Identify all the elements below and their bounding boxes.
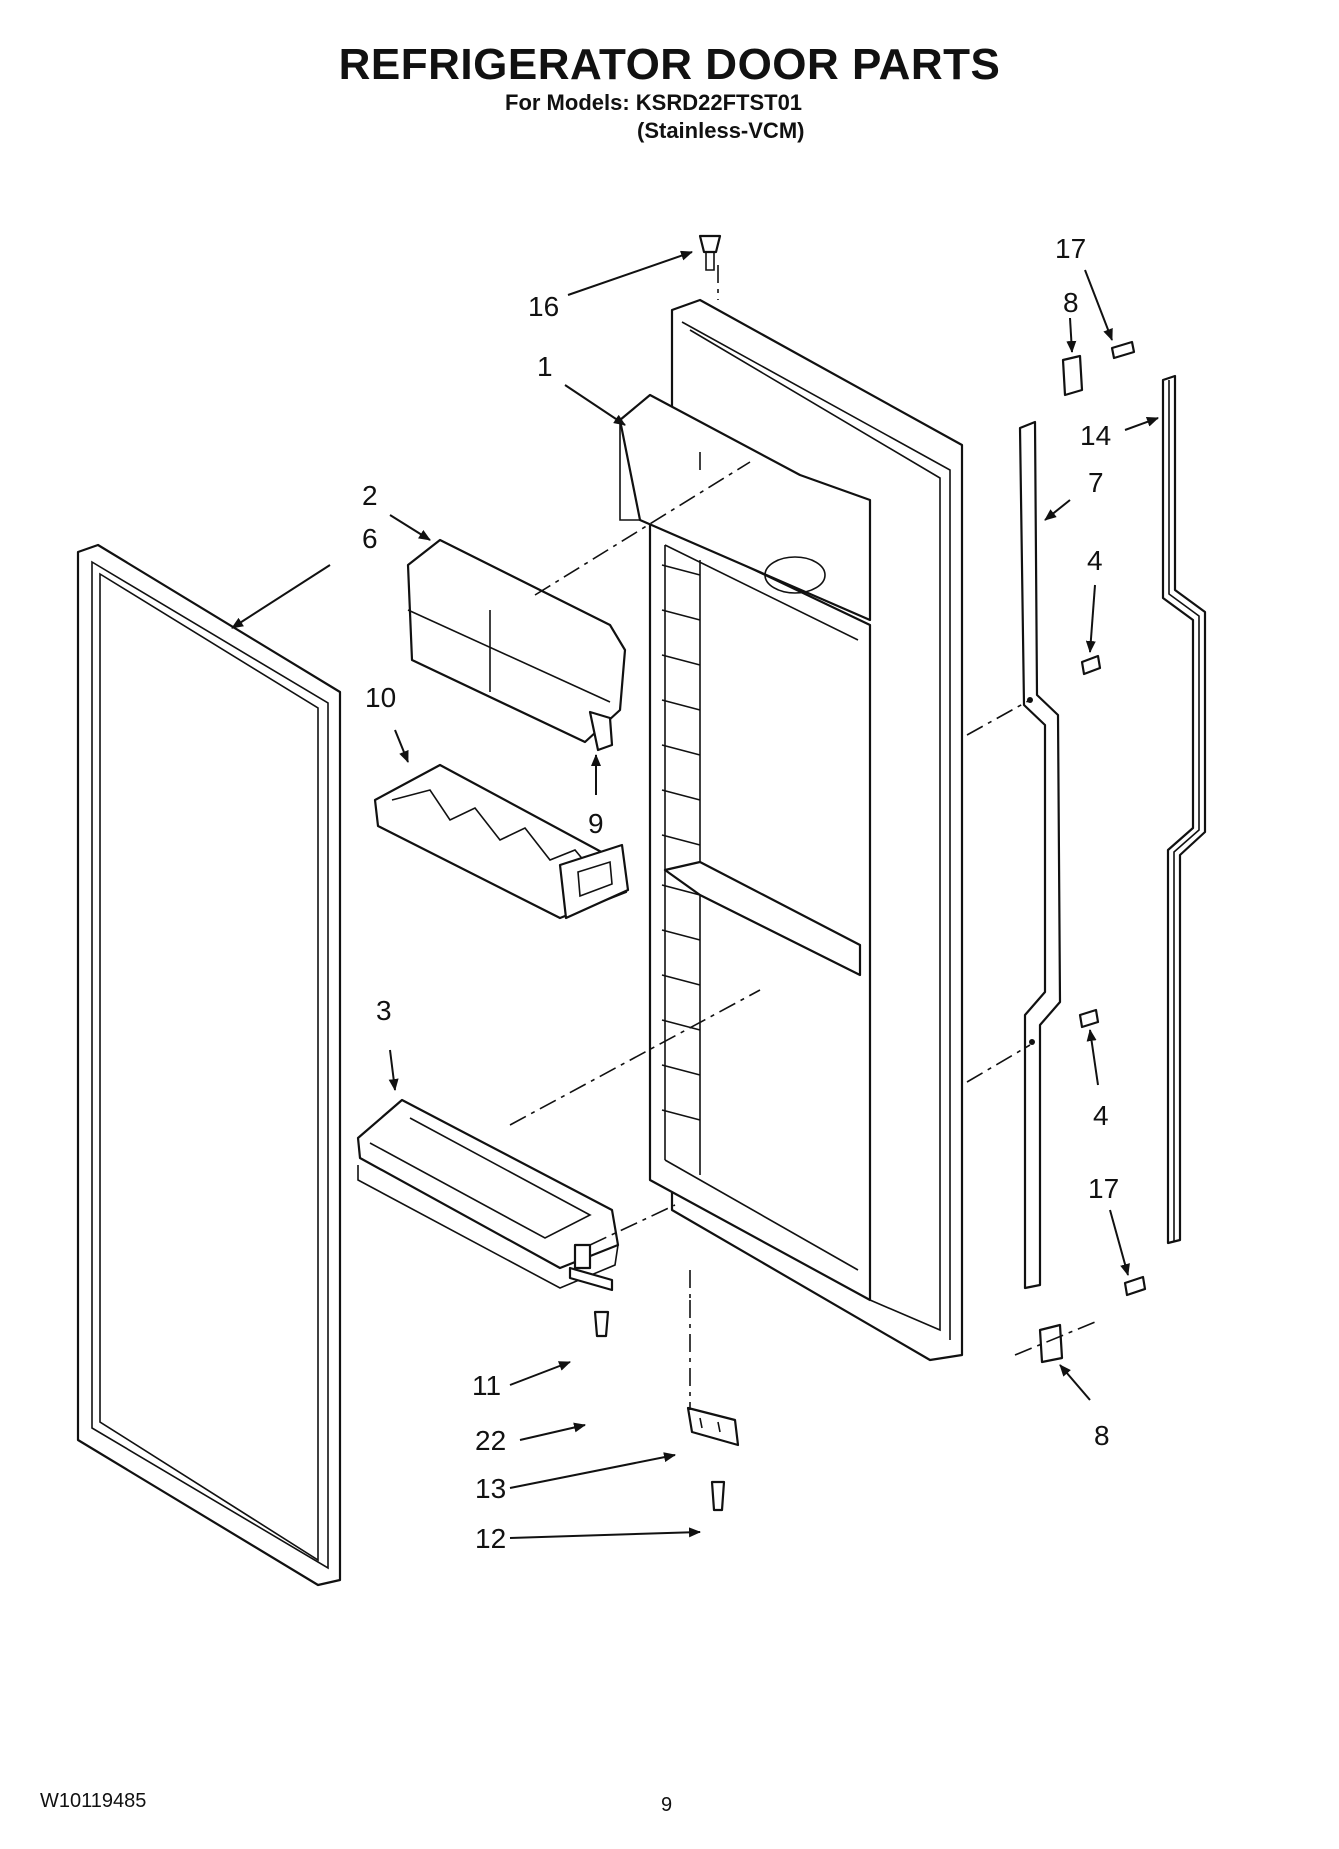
callout-4-top: 4 xyxy=(1087,545,1103,576)
callout-8-top: 8 xyxy=(1063,287,1079,318)
door-bin-large xyxy=(356,1098,620,1289)
models-line: For Models: KSRD22FTST01 xyxy=(505,90,803,115)
callout-2: 2 xyxy=(362,480,378,511)
callout-4-bottom: 4 xyxy=(1093,1100,1109,1131)
callout-22: 22 xyxy=(475,1425,506,1456)
alignment-lines xyxy=(509,265,1101,1410)
callout-7: 7 xyxy=(1088,467,1104,498)
door-trim-strip xyxy=(1161,374,1207,1245)
callout-3: 3 xyxy=(376,995,392,1026)
callout-1: 1 xyxy=(537,351,553,382)
callout-14: 14 xyxy=(1080,420,1111,451)
dairy-door xyxy=(406,538,627,752)
door-cap-plug xyxy=(698,234,722,271)
callout-13: 13 xyxy=(475,1473,506,1504)
door-gasket xyxy=(76,543,342,1587)
page-title: REFRIGERATOR DOOR PARTS xyxy=(338,40,1001,89)
callout-17-bottom: 17 xyxy=(1088,1173,1119,1204)
callout-17-top: 17 xyxy=(1055,233,1086,264)
callout-10: 10 xyxy=(365,682,396,713)
callout-6: 6 xyxy=(362,523,378,554)
leader-lines xyxy=(231,250,1159,1539)
hinge-pin-assembly xyxy=(568,1243,740,1512)
document-number: W10119485 xyxy=(40,1790,147,1812)
callout-12: 12 xyxy=(475,1523,506,1554)
door-bin-small xyxy=(373,763,630,920)
screws-and-brackets xyxy=(1038,340,1147,1364)
door-liner xyxy=(618,298,964,1362)
callout-9: 9 xyxy=(588,808,604,839)
finish-line: (Stainless-VCM) xyxy=(637,118,805,143)
callout-8-bottom: 8 xyxy=(1094,1420,1110,1451)
page-number: 9 xyxy=(661,1794,673,1816)
door-handle-strip xyxy=(1018,420,1062,1290)
callout-16: 16 xyxy=(528,291,559,322)
callout-11: 11 xyxy=(472,1370,501,1401)
